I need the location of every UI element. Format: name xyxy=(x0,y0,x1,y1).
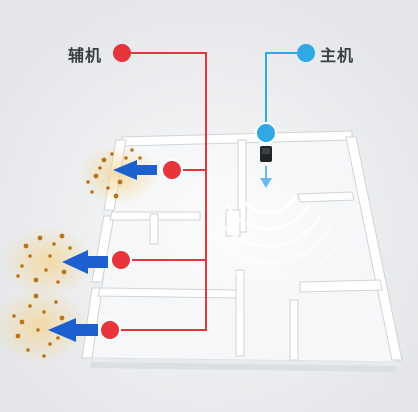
main-connector-line xyxy=(265,52,298,133)
dust-particle xyxy=(61,269,67,275)
dust-particle xyxy=(101,157,107,163)
dust-particle xyxy=(68,246,72,250)
dust-particle xyxy=(106,186,110,190)
dust-particle xyxy=(37,235,43,241)
dust-particle xyxy=(33,277,39,283)
dust-particle xyxy=(42,354,46,358)
dust-particle xyxy=(33,293,39,299)
dust-particle xyxy=(36,328,40,332)
aux-legend-dot xyxy=(113,44,131,62)
dust-particle xyxy=(48,254,52,258)
main-marker xyxy=(255,122,277,144)
dust-particle xyxy=(130,148,134,152)
dust-particle xyxy=(110,152,114,156)
dust-particle xyxy=(59,315,65,321)
dust-particle xyxy=(138,156,142,160)
arrow-left-icon xyxy=(62,250,108,274)
dust-particle xyxy=(56,336,60,340)
dust-particle xyxy=(124,156,128,160)
dust-particle xyxy=(16,274,20,278)
aux-label: 辅机 xyxy=(68,46,103,65)
aux-marker-middle xyxy=(110,249,132,271)
dust-particle xyxy=(113,193,119,199)
dust-particle xyxy=(52,242,56,246)
dust-particle xyxy=(90,190,94,194)
dust-particle xyxy=(12,314,16,318)
aux-marker-bottom xyxy=(99,319,121,341)
dust-particle xyxy=(86,180,90,184)
arrow-left-icon xyxy=(113,160,157,180)
dust-particle xyxy=(98,166,102,170)
dust-particle xyxy=(20,264,24,268)
dust-particle xyxy=(56,280,60,284)
dust-particle xyxy=(117,179,123,185)
main-legend-dot xyxy=(297,44,315,62)
dust-particle xyxy=(26,348,30,352)
dust-particle xyxy=(23,243,29,249)
main-label: 主机 xyxy=(320,46,355,65)
dust-particle xyxy=(59,233,65,239)
main-unit-device xyxy=(260,146,272,162)
dust-particle xyxy=(48,342,52,346)
dust-particles xyxy=(12,148,142,358)
dust-particle xyxy=(93,173,99,179)
dust-cloud-bottom xyxy=(0,288,88,364)
main-unit-signal-waves xyxy=(190,194,346,282)
dust-particle xyxy=(54,300,58,304)
arrow-left-icon xyxy=(48,318,98,342)
aux-marker-top xyxy=(161,159,183,181)
arrow-down-icon xyxy=(260,166,272,188)
dust-particle xyxy=(19,319,25,325)
dust-particle xyxy=(28,304,32,308)
dust-particle xyxy=(15,333,21,339)
dust-particle xyxy=(44,268,48,272)
dust-particle xyxy=(28,254,32,258)
dust-cloud-top xyxy=(78,145,158,205)
dust-particle xyxy=(42,310,46,314)
